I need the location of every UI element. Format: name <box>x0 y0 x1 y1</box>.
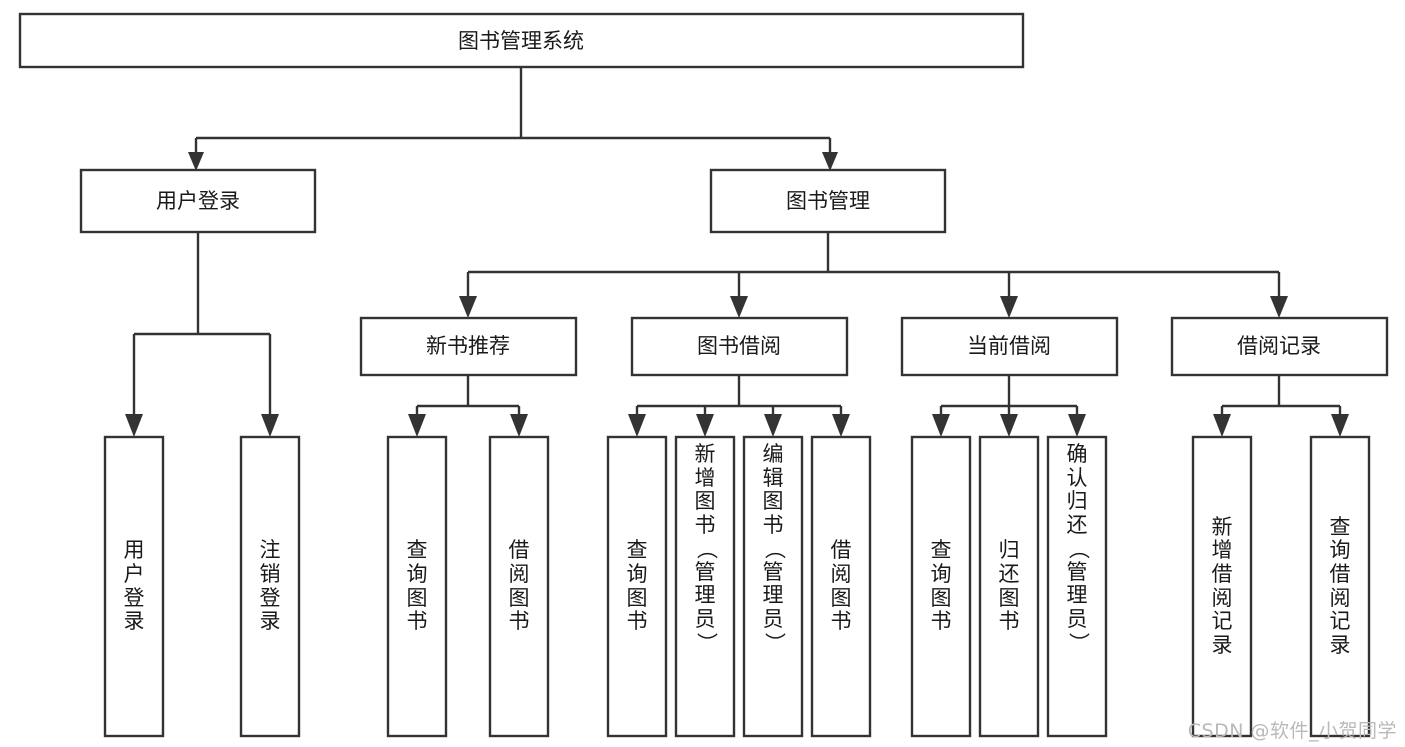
node-book-manage-label: 图书管理 <box>786 189 870 213</box>
leaf-box-nb-borrow[interactable] <box>488 435 550 738</box>
arrow-br-leaf-1 <box>1213 414 1231 437</box>
arrow-bb-leaf-3 <box>764 414 782 437</box>
node-borrow-record-label: 借阅记录 <box>1237 334 1321 358</box>
arrow-book-manage <box>822 152 838 171</box>
arrow-user-login <box>188 152 204 171</box>
node-new-book[interactable]: 新书推荐 <box>359 316 578 377</box>
node-new-book-label: 新书推荐 <box>426 334 510 358</box>
arrow-bb-leaf-4 <box>832 414 850 437</box>
node-borrow-book[interactable]: 图书借阅 <box>630 316 849 377</box>
node-current-borrow[interactable]: 当前借阅 <box>900 316 1119 377</box>
arrow-bb-leaf-1 <box>628 414 646 437</box>
arrow-nb-leaf-2 <box>510 414 528 437</box>
arrow-br-leaf-2 <box>1331 414 1349 437</box>
node-root[interactable]: 图书管理系统 <box>18 12 1025 69</box>
arrow-current-borrow <box>1000 296 1018 318</box>
node-book-manage-box[interactable] <box>709 168 947 234</box>
arrow-cb-leaf-2 <box>1000 414 1018 437</box>
node-current-borrow-box[interactable] <box>900 316 1119 377</box>
arrow-leaf-user-login <box>125 414 143 437</box>
node-book-manage[interactable]: 图书管理 <box>709 168 947 234</box>
arrow-leaf-logout <box>261 414 279 437</box>
leaf-box-br-query[interactable] <box>1309 435 1371 738</box>
leaf-box-user-login[interactable] <box>103 435 165 738</box>
node-borrow-record[interactable]: 借阅记录 <box>1170 316 1389 377</box>
leaf-boxes <box>103 435 1371 738</box>
node-borrow-record-box[interactable] <box>1170 316 1389 377</box>
leaf-box-br-add[interactable] <box>1191 435 1253 738</box>
arrow-cb-leaf-1 <box>932 414 950 437</box>
leaf-box-cb-query[interactable] <box>910 435 972 738</box>
arrow-borrow-record <box>1270 296 1288 318</box>
leaf-box-nb-query[interactable] <box>386 435 448 738</box>
node-new-book-box[interactable] <box>359 316 578 377</box>
connector-group <box>125 67 1349 437</box>
leaf-box-cb-return[interactable] <box>978 435 1040 738</box>
csdn-watermark: CSDN @软件_小贺同学 <box>1187 720 1397 742</box>
leaf-box-logout[interactable] <box>239 435 301 738</box>
node-root-label: 图书管理系统 <box>458 29 584 53</box>
arrow-nb-leaf-1 <box>408 414 426 437</box>
node-root-box[interactable] <box>18 12 1025 69</box>
node-borrow-book-box[interactable] <box>630 316 849 377</box>
arrow-cb-leaf-3 <box>1068 414 1086 437</box>
arrow-bb-leaf-2 <box>696 414 714 437</box>
leaf-box-bb-borrow[interactable] <box>810 435 872 738</box>
leaf-box-bb-edit[interactable] <box>742 435 804 738</box>
leaf-box-bb-query[interactable] <box>606 435 668 738</box>
leaf-box-bb-add[interactable] <box>674 435 736 738</box>
arrow-new-book <box>459 296 477 318</box>
node-user-login[interactable]: 用户登录 <box>79 168 317 234</box>
arrow-borrow-book <box>730 296 748 318</box>
node-user-login-box[interactable] <box>79 168 317 234</box>
leaf-box-cb-confirm[interactable] <box>1046 435 1108 738</box>
node-user-login-label: 用户登录 <box>156 189 240 213</box>
node-borrow-book-label: 图书借阅 <box>697 334 781 358</box>
node-current-borrow-label: 当前借阅 <box>967 334 1051 358</box>
